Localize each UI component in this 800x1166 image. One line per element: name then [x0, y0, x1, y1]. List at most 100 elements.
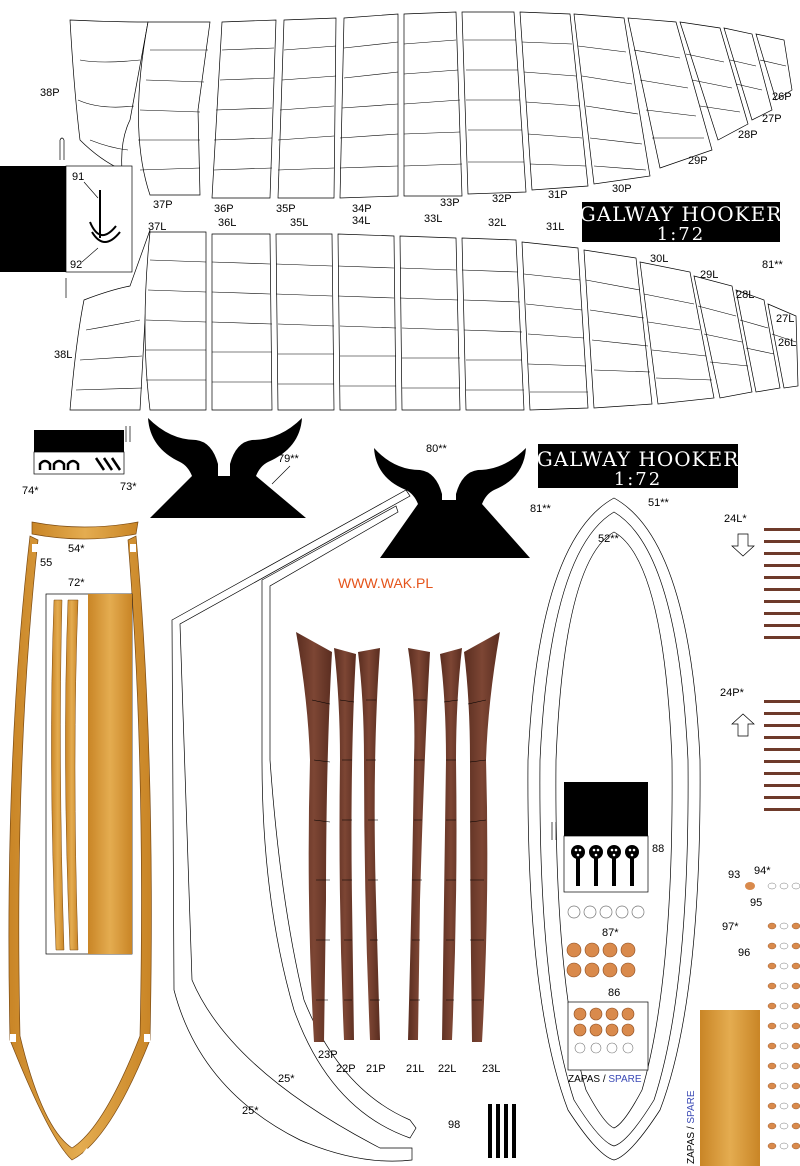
label-35l: 35L	[290, 217, 308, 229]
part-87: 87*	[567, 905, 645, 939]
label-22p: 22P	[336, 1063, 356, 1075]
title-plate-bg	[582, 202, 780, 242]
label-35p: 35P	[276, 203, 296, 215]
label-88: 88	[652, 843, 664, 855]
rudder-panel: 91 92	[0, 137, 133, 298]
frame-37p-shape	[138, 21, 211, 196]
label-26p: 26P	[772, 91, 792, 103]
label-34p: 34P	[352, 203, 372, 215]
label-31l: 31L	[546, 221, 564, 233]
frame-31l-shape	[521, 241, 589, 411]
label-29l: 29L	[700, 269, 718, 281]
scale-text: 1:72	[657, 224, 705, 245]
label-52: 52**	[598, 533, 620, 545]
label-73: 73*	[120, 481, 137, 493]
title-text: GALWAY HOOKER	[580, 202, 783, 226]
part-54-strip	[31, 521, 139, 540]
label-23l: 23L	[482, 1063, 500, 1075]
label-94: 94*	[754, 865, 771, 877]
label-23p: 23P	[318, 1049, 338, 1061]
frame-30l-shape	[583, 249, 653, 409]
part-24p: 24P*	[720, 687, 800, 811]
small-parts-93-97: 93 94* 95 97* 96	[722, 865, 800, 1150]
label-74: 74*	[22, 485, 39, 497]
yoke-79	[148, 418, 306, 518]
frame-26l-shape	[767, 303, 799, 389]
title-plate-bg-2	[538, 444, 738, 488]
spare-label-vertical: ZAPAS / SPARE	[686, 1090, 697, 1164]
rib-22l	[440, 648, 462, 1040]
label-32p: 32P	[492, 193, 512, 205]
label-24l: 24L*	[724, 513, 747, 525]
label-92: 92	[70, 259, 82, 271]
label-38l: 38L	[54, 349, 72, 361]
mahogany-ribs: 23P 22P 21P 21L 22L 23L	[296, 632, 500, 1075]
frame-34l-shape	[337, 233, 397, 411]
spare-box: ZAPAS / SPARE	[567, 1001, 649, 1085]
arch-cutouts-icon	[38, 459, 80, 470]
label-28p: 28P	[738, 129, 758, 141]
frame-33p-shape	[403, 11, 463, 197]
label-27l: 27L	[776, 313, 794, 325]
frame-32l-shape	[461, 237, 525, 411]
deck-plank	[88, 594, 132, 954]
rib-22p	[334, 648, 356, 1040]
frame-28l-shape	[693, 275, 753, 399]
frame-31p-shape	[519, 11, 589, 191]
part-73-74: 74* 73*	[22, 426, 137, 497]
label-25-b: 25*	[242, 1105, 259, 1117]
frame-30p-shape	[573, 13, 651, 185]
label-25-a: 25*	[278, 1073, 295, 1085]
frame-38l-shape	[69, 229, 151, 411]
scale-text-2: 1:72	[614, 469, 662, 490]
label-24p: 24P*	[720, 687, 745, 699]
yoke-80	[374, 448, 530, 558]
frame-26p-shape	[755, 33, 793, 101]
label-21l: 21L	[406, 1063, 424, 1075]
frame-36l-shape	[211, 233, 273, 411]
label-33p: 33P	[440, 197, 460, 209]
slant-cutouts-icon	[94, 457, 122, 471]
label-54: 54*	[68, 543, 85, 555]
label-30p: 30P	[612, 183, 632, 195]
label-27p: 27P	[762, 113, 782, 125]
part-55-gunwale	[8, 535, 152, 1161]
frame-32p-shape	[461, 11, 527, 195]
arrow-down-icon	[731, 533, 755, 557]
frame-27p-shape	[723, 27, 773, 121]
hull-frames-top	[69, 11, 793, 199]
label-37p: 37P	[153, 199, 173, 211]
spare-label: ZAPAS / SPARE	[568, 1074, 642, 1085]
label-95: 95	[750, 897, 762, 909]
spare-en: SPARE	[608, 1074, 641, 1085]
label-22l: 22L	[438, 1063, 456, 1075]
part-25-strips: 25* 25*	[171, 489, 417, 1162]
part-98: 98	[448, 1104, 516, 1158]
frame-labels-top: 38P 37P 36P 35P 34P 33P 32P 31P 30P 29P …	[40, 87, 792, 215]
title-plate-mid: GALWAY HOOKER 1:72	[537, 444, 738, 490]
part-73-74-bg	[34, 430, 124, 452]
frame-38p-shape	[69, 19, 149, 171]
part-86: 86	[566, 942, 636, 999]
spare-pl: ZAPAS	[568, 1074, 600, 1085]
label-79: 79**	[278, 453, 300, 465]
label-37l: 37L	[148, 221, 166, 233]
label-33l: 33L	[424, 213, 442, 225]
frame-29l-shape	[639, 261, 715, 405]
label-87: 87*	[602, 927, 619, 939]
frame-33l-shape	[399, 235, 461, 411]
rib-23p	[296, 632, 332, 1042]
frame-29p-shape	[627, 17, 713, 169]
part-88: 88	[551, 782, 664, 893]
rib-21l	[408, 648, 430, 1040]
label-86: 86	[608, 987, 620, 999]
label-29p: 29P	[688, 155, 708, 167]
fold-mark-icon	[59, 137, 65, 160]
label-98: 98	[448, 1119, 460, 1131]
label-36p: 36P	[214, 203, 234, 215]
label-32l: 32L	[488, 217, 506, 229]
spare-wood-block	[700, 1010, 760, 1166]
label-34l: 34L	[352, 215, 370, 227]
label-80: 80**	[426, 443, 448, 455]
